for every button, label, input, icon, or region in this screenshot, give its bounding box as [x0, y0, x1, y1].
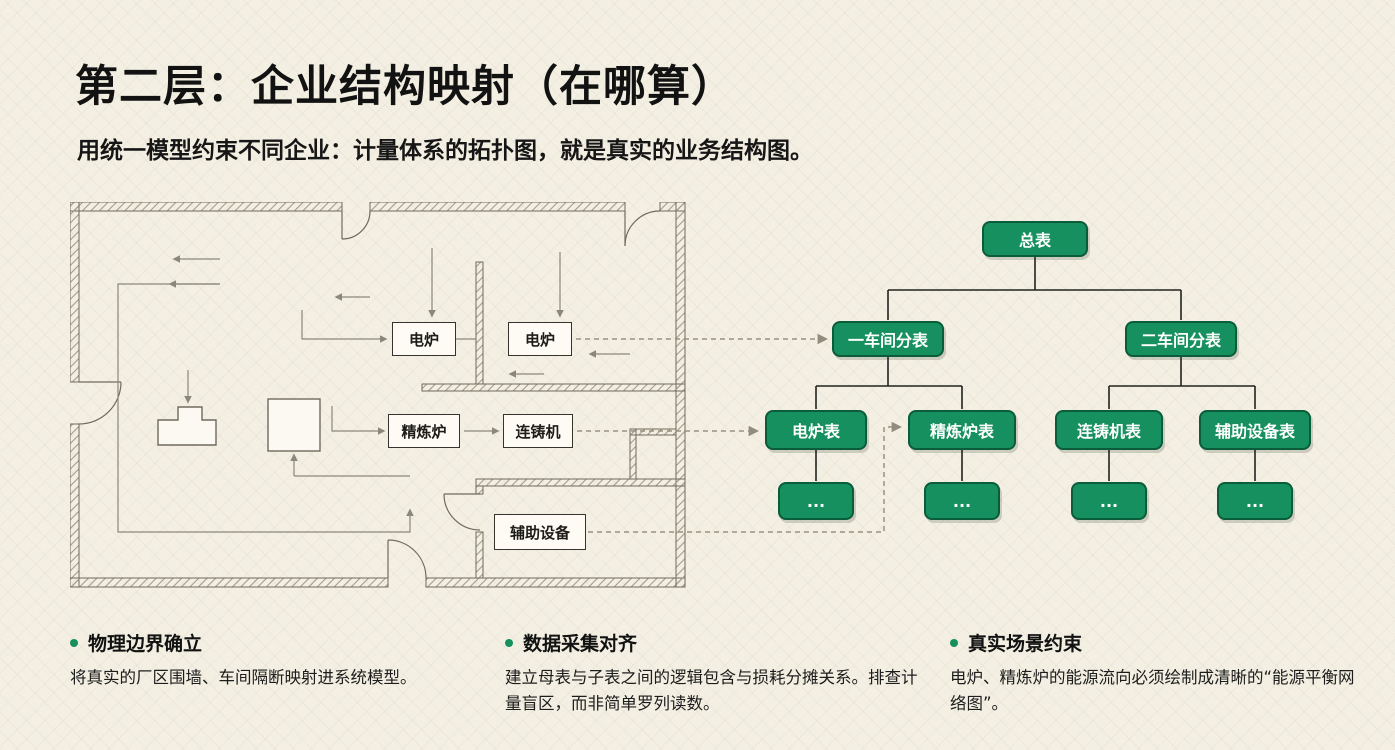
equipment-auxiliary: 辅助设备	[494, 514, 586, 550]
bullet-dot-icon	[505, 638, 513, 647]
bullet-section-physical-boundary: 物理边界确立 将真实的厂区围墙、车间隔断映射进系统模型。	[70, 629, 475, 691]
floorplan: 电炉 电炉 精炼炉 连铸机 辅助设备	[70, 202, 690, 594]
tree-leaf-ellipsis-1: ...	[778, 482, 854, 520]
flow-arrows	[117, 248, 630, 533]
tree-leaf-ellipsis-3: ...	[1071, 482, 1147, 520]
equipment-electric-furnace-1: 电炉	[392, 322, 456, 356]
bullet-heading: 物理边界确立	[88, 633, 203, 655]
bullet-dot-icon	[950, 638, 958, 647]
tree-leaf-ellipsis-2: ...	[924, 482, 1000, 520]
page-subtitle: 用统一模型约束不同企业：计量体系的拓扑图，就是真实的业务结构图。	[77, 138, 813, 164]
tree-connectors	[815, 257, 1256, 481]
equipment-casting-machine: 连铸机	[503, 414, 573, 448]
bullet-body: 建立母表与子表之间的逻辑包含与损耗分摊关系。排查计量盲区，而非简单罗列读数。	[505, 668, 918, 714]
floorplan-drawing	[70, 202, 686, 588]
tree-node-workshop1-submeter: 一车间分表	[832, 321, 944, 357]
bullet-body: 将真实的厂区围墙、车间隔断映射进系统模型。	[70, 668, 417, 687]
machine-footprints	[157, 398, 321, 452]
floorplan-doors	[78, 210, 661, 579]
tree-node-main-meter: 总表	[982, 221, 1088, 257]
equipment-electric-furnace-2: 电炉	[508, 322, 572, 356]
equipment-refining-furnace: 精炼炉	[388, 414, 460, 448]
tree-node-refining-furnace-meter: 精炼炉表	[908, 410, 1016, 450]
tree-node-auxiliary-meter: 辅助设备表	[1199, 410, 1311, 450]
bullet-section-data-alignment: 数据采集对齐 建立母表与子表之间的逻辑包含与损耗分摊关系。排查计量盲区，而非简单…	[505, 629, 925, 718]
bullet-dot-icon	[70, 638, 78, 647]
bullet-section-real-scene-constraint: 真实场景约束 电炉、精炼炉的能源流向必须绘制成清晰的“能源平衡网络图”。	[950, 629, 1370, 718]
tree-node-electric-furnace-meter: 电炉表	[765, 410, 867, 450]
tree-node-casting-machine-meter: 连铸机表	[1055, 410, 1163, 450]
page-title: 第二层：企业结构映射（在哪算）	[75, 62, 735, 112]
tree-node-workshop2-submeter: 二车间分表	[1125, 321, 1237, 357]
bullet-body: 电炉、精炼炉的能源流向必须绘制成清晰的“能源平衡网络图”。	[950, 668, 1355, 714]
bullet-heading: 数据采集对齐	[523, 633, 638, 655]
floorplan-walls	[70, 202, 686, 588]
tree-leaf-ellipsis-4: ...	[1217, 482, 1293, 520]
bullet-heading: 真实场景约束	[968, 633, 1083, 655]
